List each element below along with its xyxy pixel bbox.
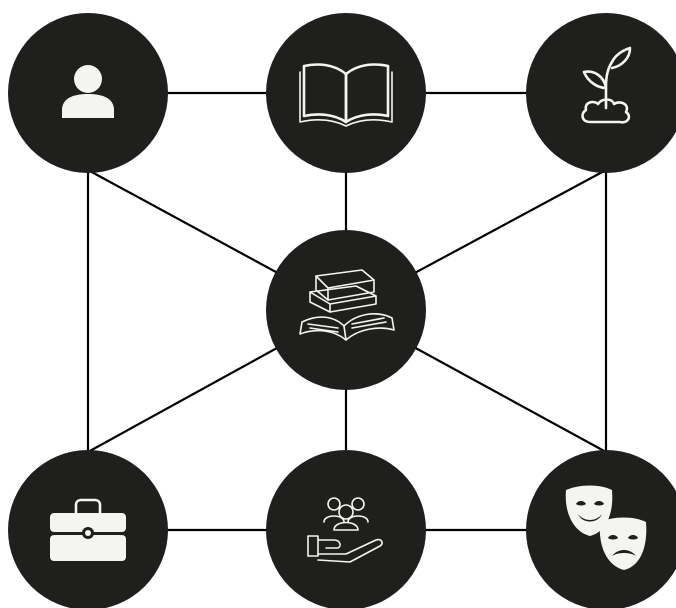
node-person — [8, 13, 168, 173]
books-stack-icon — [299, 269, 395, 341]
hand-group-icon — [307, 497, 383, 563]
node-theatre — [526, 450, 676, 608]
sprout-icon — [581, 46, 632, 124]
open-book-icon — [299, 63, 393, 127]
node-community — [266, 450, 426, 608]
briefcase-icon — [50, 498, 126, 561]
node-library — [266, 230, 426, 390]
node-book — [266, 13, 426, 173]
node-plant — [526, 13, 676, 173]
theatre-masks-icon — [565, 485, 647, 570]
person-icon — [62, 65, 114, 118]
node-work — [8, 450, 168, 608]
